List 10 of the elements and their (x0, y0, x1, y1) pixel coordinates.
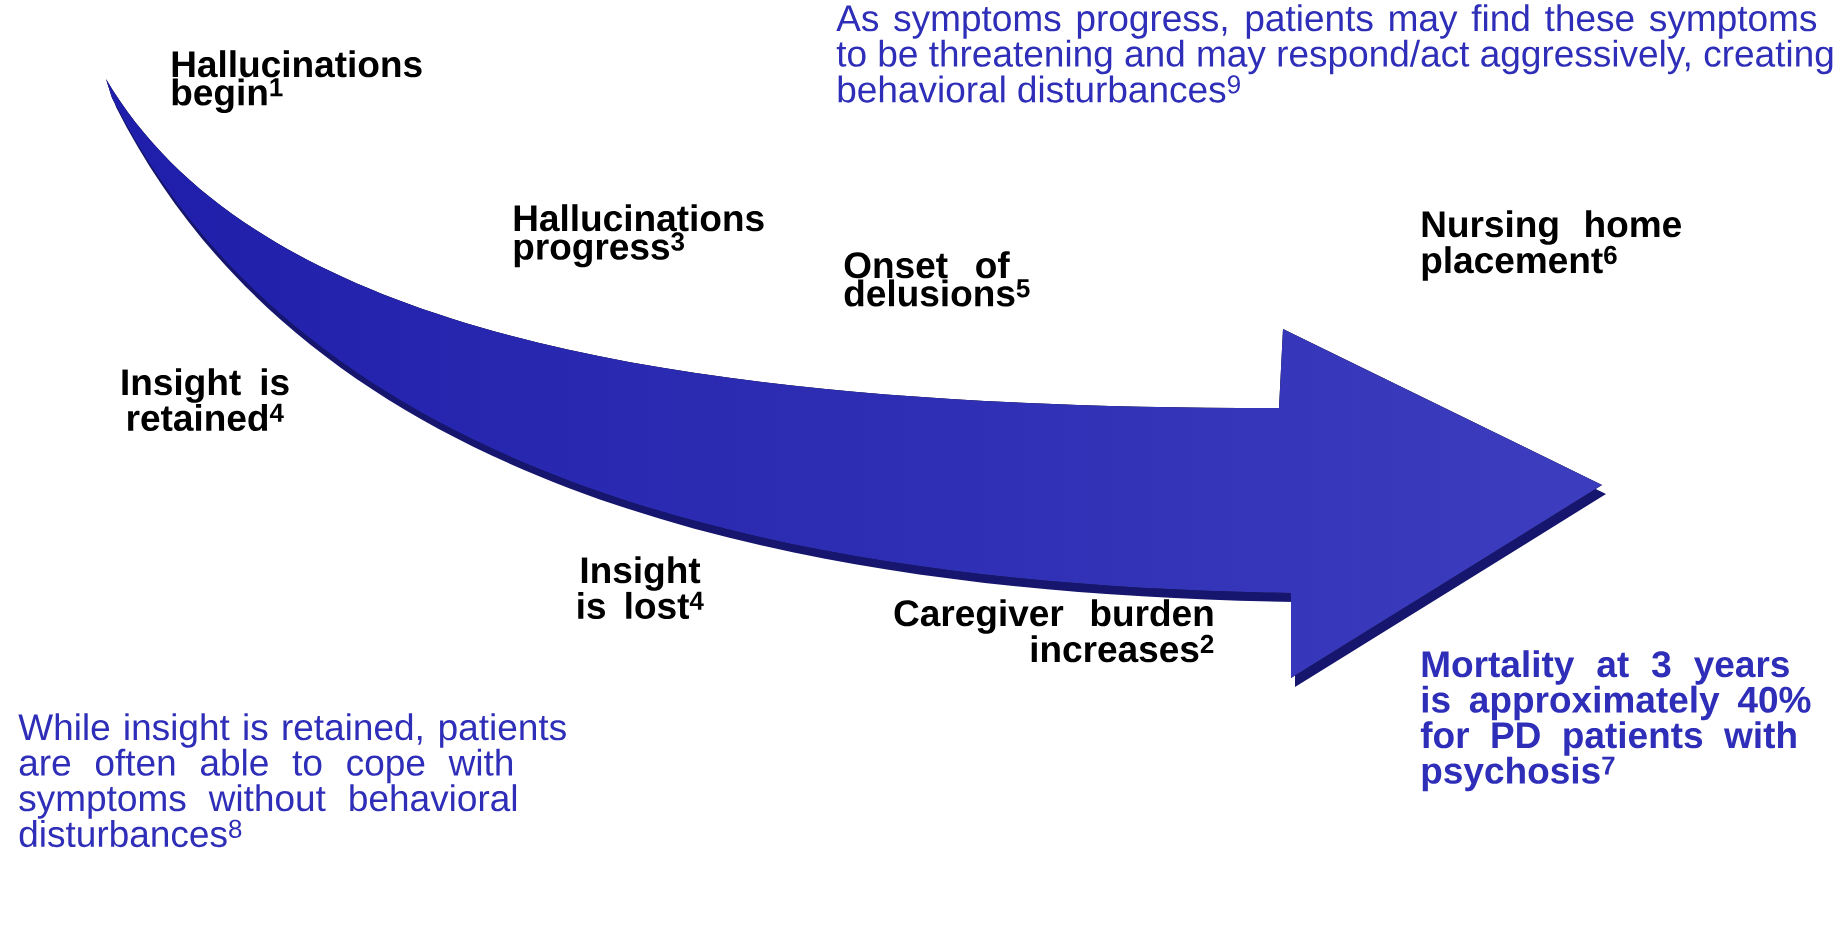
stage-label: Hallucinations begin$^{1}$ (172, 50, 422, 114)
stage-label: Onset of delusions$^{5}$ (844, 251, 1030, 307)
note-text: Mortality at 3 years is approximately 40% for PD patients with psychosis$^{7}$ (1420, 650, 1811, 792)
note-text: As symptoms progress, patients may find these symptoms to be threatening and may respond/act aggressively, creating behavioral disturbances$^{9}$ (836, 4, 1833, 103)
stage-label: Insight is retained$^{4}$ (122, 368, 289, 432)
stage-label: Caregiver burden increases$^{2}$ (894, 599, 1214, 663)
stage-label: Insight is lost$^{4}$ (578, 556, 704, 620)
stage-label: Nursing home placement$^{6}$ (1422, 210, 1681, 281)
stage-label: Hallucinations progress$^{3}$ (514, 204, 764, 268)
note-text: While insight is retained, patients are often able to cope with symptoms without behavioral disturbances$^{8}$ (18, 713, 566, 848)
